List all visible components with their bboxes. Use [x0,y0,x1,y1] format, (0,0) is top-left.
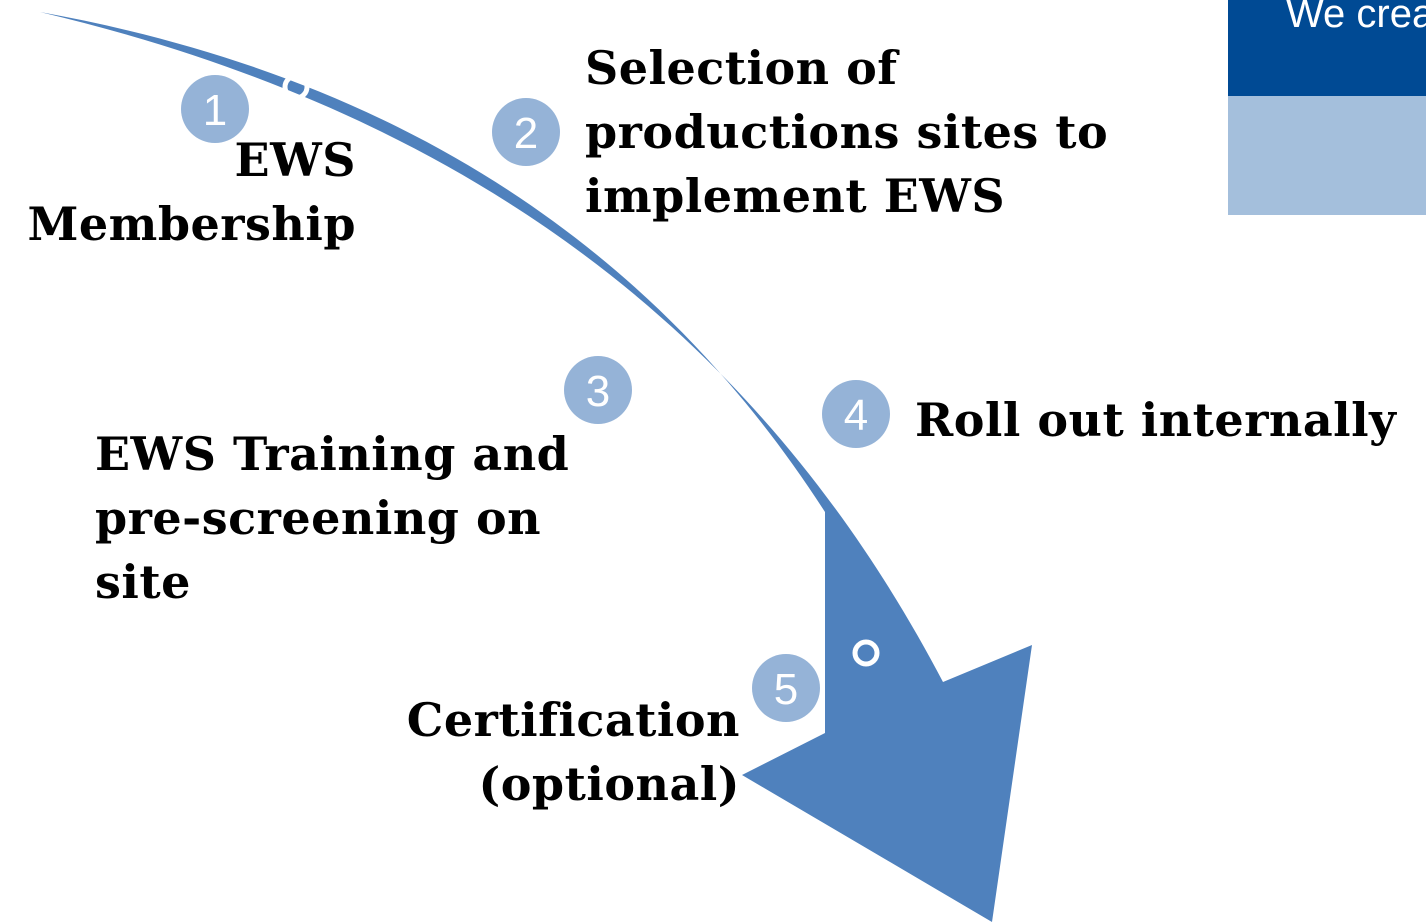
ring-marker-4 [762,493,790,521]
step-label-line: Roll out internally [915,393,1397,447]
ring-marker-3 [632,330,660,358]
step-badge-circle [752,654,820,722]
step-badge-2: 2 [492,98,560,166]
step-label-1: EWS Membership [10,128,356,256]
curved-process-arrow [40,12,1032,922]
step-label-5: Certification (optional) [360,688,740,816]
brand-banner-corner: We crea [1228,0,1426,215]
step-label-4: Roll out internally [915,388,1425,452]
step-badge-circle [181,75,249,143]
step-label-3: EWS Training and pre-screening on site [95,422,635,614]
step-label-line: Membership [27,197,356,251]
ring-marker-1 [282,73,310,101]
brand-tagline: We crea [1286,0,1426,36]
step-label-line: (optional) [478,757,740,811]
step-badge-1: 1 [181,75,249,143]
step-label-line: Selection of [585,41,898,95]
brand-banner-light [1228,96,1426,215]
step-number: 3 [586,367,610,416]
ring-marker-5 [852,639,880,667]
step-label-line: Certification [406,693,740,747]
step-badge-circle [822,380,890,448]
arrow-ring-markers [282,73,880,667]
step-label-line: implement EWS [585,169,1006,223]
ring-marker-2 [450,179,478,207]
step-number-badges: 1 2 3 4 5 [181,75,890,722]
step-label-line: pre-screening on [95,491,542,545]
step-label-2: Selection of productions sites to implem… [585,36,1145,228]
step-label-line: EWS [234,133,356,187]
step-badge-circle [564,356,632,424]
step-number: 1 [203,86,227,135]
step-label-line: site [95,555,191,609]
step-badge-3: 3 [564,356,632,424]
step-number: 4 [844,391,868,440]
step-label-line: productions sites to [585,105,1109,159]
brand-banner-dark [1228,0,1426,96]
step-label-line: EWS Training and [95,427,570,481]
step-badge-5: 5 [752,654,820,722]
step-number: 5 [774,665,798,714]
step-number: 2 [514,109,538,158]
step-badge-circle [492,98,560,166]
step-badge-4: 4 [822,380,890,448]
